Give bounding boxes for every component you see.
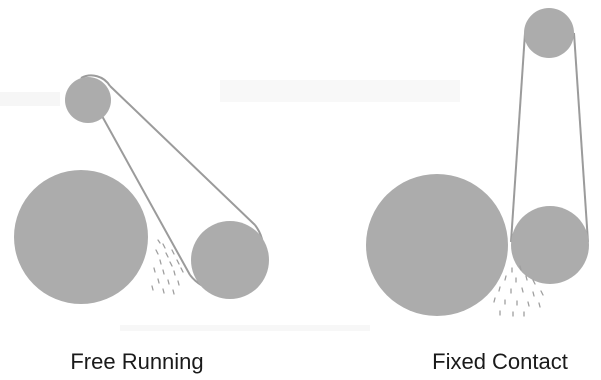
idler-pulley — [65, 77, 111, 123]
belt-edge — [510, 32, 526, 243]
belt-edge — [109, 85, 256, 226]
grinding-sparks — [151, 239, 184, 295]
contact-wheel — [191, 221, 269, 299]
background-smudge — [0, 92, 60, 106]
belt-wrap — [80, 74, 111, 87]
contact-wheel — [511, 206, 589, 284]
grinding-sparks — [493, 265, 544, 317]
fixed-contact-diagram — [366, 8, 589, 317]
caption-free-running: Free Running — [70, 349, 204, 374]
free-running-diagram — [14, 74, 269, 304]
idler-pulley — [524, 8, 574, 58]
caption-fixed-contact: Fixed Contact — [432, 349, 568, 374]
workpiece-wheel — [366, 174, 508, 316]
belt-edge — [573, 32, 589, 243]
background-smudge — [120, 325, 370, 331]
background-smudge — [220, 80, 460, 102]
workpiece-wheel — [14, 170, 148, 304]
